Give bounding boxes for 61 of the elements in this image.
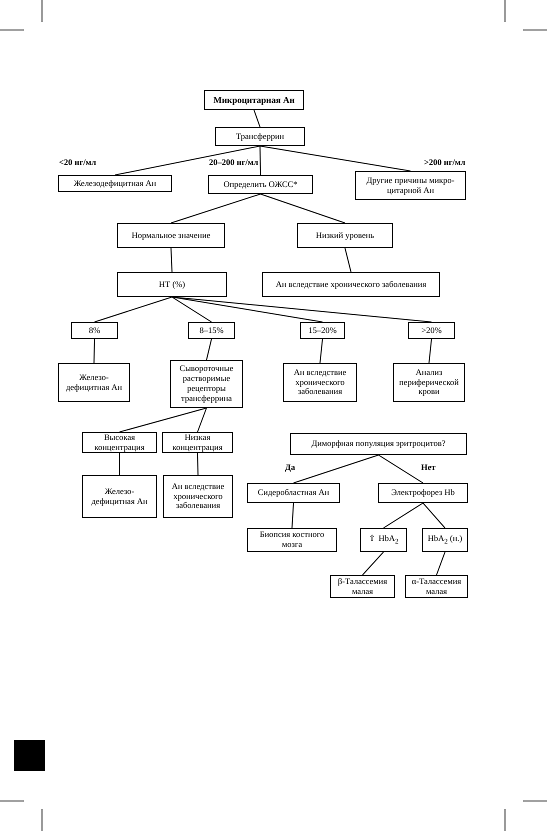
connector-line [172,296,432,322]
connector-line [320,338,323,364]
connector-line [119,452,120,476]
connector-line [170,194,261,224]
process-box: Биопсия костного мозга [247,528,337,552]
connector-line [344,248,352,272]
connector-line [197,452,198,476]
process-box: Электрофорез Hb [378,483,468,503]
connector-line [254,110,260,128]
process-box: Железодефицитная Ан [58,175,172,192]
connector-line [260,146,261,176]
connector-line [170,248,172,272]
process-box: 8% [71,322,118,339]
process-box: Диморфная популяция эритроцитов? [290,433,467,455]
process-box: Высокая концентрация [82,432,157,453]
edge-label: >200 нг/мл [423,158,466,168]
process-box: β-Талассемия малая [330,575,395,598]
connector-line [383,502,424,528]
connector-line [260,146,411,172]
connector-line [422,502,446,528]
process-box: 8–15% [188,322,235,339]
process-box: HbA$_{2}$ (н.) [422,528,468,552]
process-box: Ан вследствие хронического заболевания [262,272,440,297]
process-box: Микроцитарная Ан [204,90,304,110]
process-box: Трансферрин [215,127,305,146]
process-box: >20% [408,322,455,339]
connector-line [428,338,432,364]
process-box: Низкий уровень [297,223,393,248]
connector-line [292,502,294,528]
process-box: Железо-дефицитная Ан [82,475,157,518]
edge-label: 20–200 нг/мл [208,158,260,168]
process-box: Ан вследствие хронического заболевания [163,475,233,518]
connector-line [197,408,207,432]
process-box: ⇧ HbA$_{2}$ [360,528,407,552]
connector-line [378,454,424,484]
edge-label: Да [284,463,296,472]
process-box: Анализ периферической крови [393,363,465,402]
process-box: Низкая концентрация [162,432,233,453]
process-box: Сывороточные растворимые рецепторы трансферрина [170,360,243,408]
connector-line [206,338,212,360]
process-box: Нормальное значение [117,223,225,248]
connector-line [172,296,212,322]
process-box: 15–20% [300,322,345,339]
process-box: НТ (%) [117,272,227,297]
connector-line [260,194,346,224]
edge-label: <20 нг/мл [58,158,98,168]
connector-line [119,408,207,432]
connector-line [362,552,384,576]
connector-line [436,552,446,576]
process-box: Другие причины микро-цитарной Ан [355,171,466,200]
connector-line [293,454,379,484]
connector-line [114,146,260,176]
process-box: Железо-дефицитная Ан [58,363,130,402]
process-box: Определить ОЖСС* [208,175,313,194]
edge-label: Нет [420,463,437,472]
process-box: α-Талассемия малая [405,575,468,598]
connector-line [94,338,95,364]
connector-line [172,296,323,322]
connector-line [94,296,172,322]
process-box: Ан вследствие хронического заболевания [283,363,357,402]
process-box: Сидеробластная Ан [247,483,340,503]
